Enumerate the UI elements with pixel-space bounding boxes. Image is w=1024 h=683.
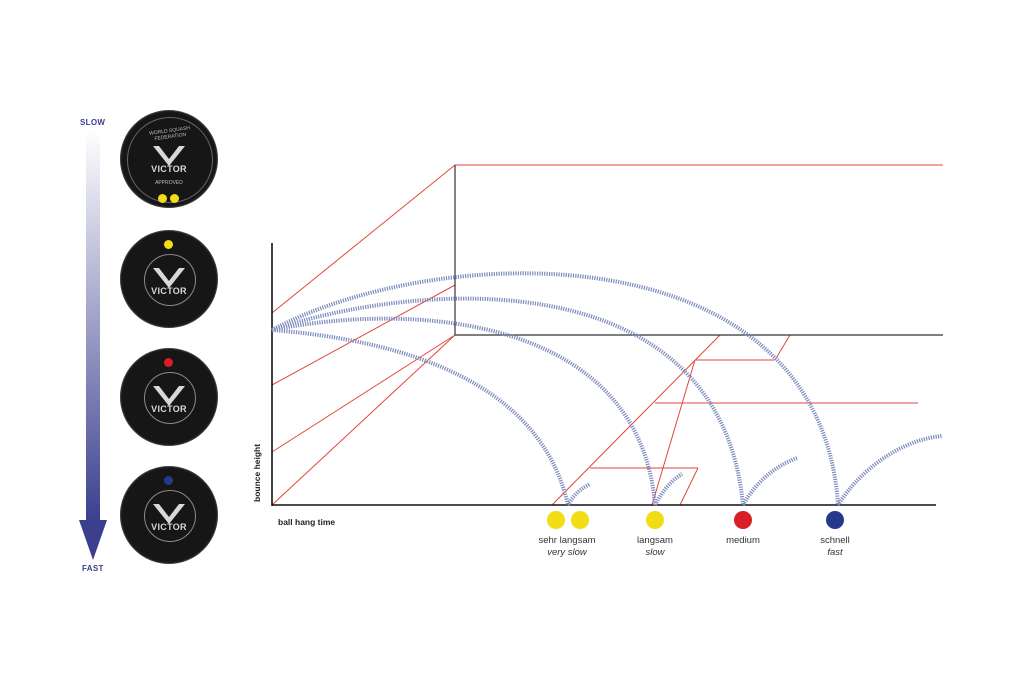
trajectory-medium-rebound	[741, 456, 798, 506]
victor-logo-icon	[153, 146, 185, 166]
legend-dot-blue	[826, 511, 844, 529]
ball-logo-ring	[144, 490, 196, 542]
perspective-grid	[271, 164, 943, 506]
trajectory-fast-rebound	[836, 434, 943, 507]
box-outline	[454, 165, 943, 336]
victor-logo-icon	[153, 386, 185, 406]
ball-brand: VICTOR	[151, 286, 187, 296]
trajectory-slow	[271, 316, 657, 506]
ball-blue: VICTOR	[120, 466, 218, 564]
axes	[271, 243, 936, 506]
ball-brand: VICTOR	[151, 522, 187, 532]
legend-slow: langsam slow	[630, 535, 680, 559]
legend-medium: medium	[718, 535, 768, 547]
victor-logo-icon	[153, 268, 185, 288]
trajectories	[271, 271, 943, 507]
ball-red: VICTOR	[120, 348, 218, 446]
legend-label: medium	[726, 535, 760, 546]
ball-brand: VICTOR	[151, 164, 187, 174]
speed-arrow	[79, 130, 107, 560]
ball-brand: VICTOR	[151, 404, 187, 414]
legend-label: schnell	[820, 535, 850, 546]
trajectory-fast	[271, 271, 840, 506]
blue-dot	[164, 476, 173, 485]
trajectory-slow-rebound	[653, 472, 684, 506]
legend-sublabel: fast	[827, 547, 843, 558]
legend-dot-yellow	[571, 511, 589, 529]
approval-ring	[127, 117, 213, 203]
trajectory-medium	[271, 296, 745, 506]
legend-sublabel: very slow	[547, 547, 587, 558]
ball-logo-ring	[144, 372, 196, 424]
fast-label: FAST	[82, 564, 104, 573]
legend-dot-yellow	[646, 511, 664, 529]
yellow-dot	[158, 194, 167, 203]
legend-label: langsam	[637, 535, 673, 546]
ring-bottom-text: APPROVED	[155, 180, 183, 186]
legend-very-slow: sehr langsam very slow	[532, 535, 602, 559]
legend-dot-yellow	[547, 511, 565, 529]
legend-fast: schnell fast	[810, 535, 860, 559]
ball-logo-ring	[144, 254, 196, 306]
yellow-dot	[164, 240, 173, 249]
trajectory-very-slow-rebound	[566, 482, 591, 506]
ball-double-yellow: WORLD SQUASH FEDERATION VICTOR APPROVED	[120, 110, 218, 208]
y-axis-label: bounce height	[252, 443, 262, 502]
trajectory-very-slow	[271, 328, 570, 506]
x-axis-label: ball hang time	[278, 517, 336, 527]
victor-logo-icon	[153, 504, 185, 524]
legend-dot-red	[734, 511, 752, 529]
legend-sublabel: slow	[645, 547, 665, 558]
legend-label: sehr langsam	[538, 535, 596, 546]
red-dot	[164, 358, 173, 367]
ball-single-yellow: VICTOR	[120, 230, 218, 328]
yellow-dot	[170, 194, 179, 203]
slow-label: SLOW	[80, 118, 106, 127]
